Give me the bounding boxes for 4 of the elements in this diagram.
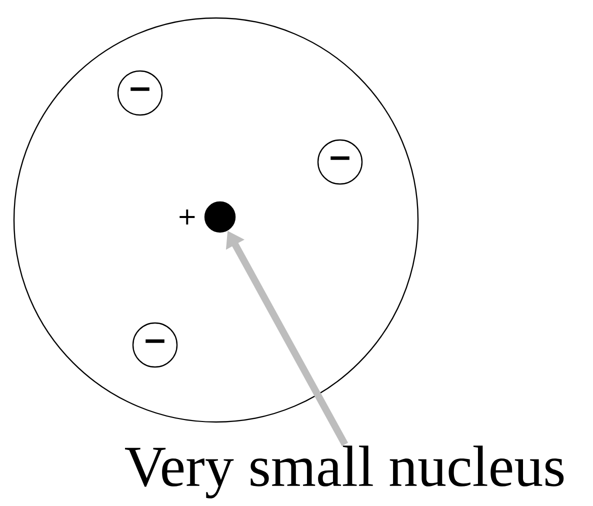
plus-sign: + [180, 209, 195, 225]
caption-text: Very small nucleus [125, 446, 564, 498]
nucleus-dot [204, 201, 236, 233]
atom-circle [13, 17, 419, 423]
